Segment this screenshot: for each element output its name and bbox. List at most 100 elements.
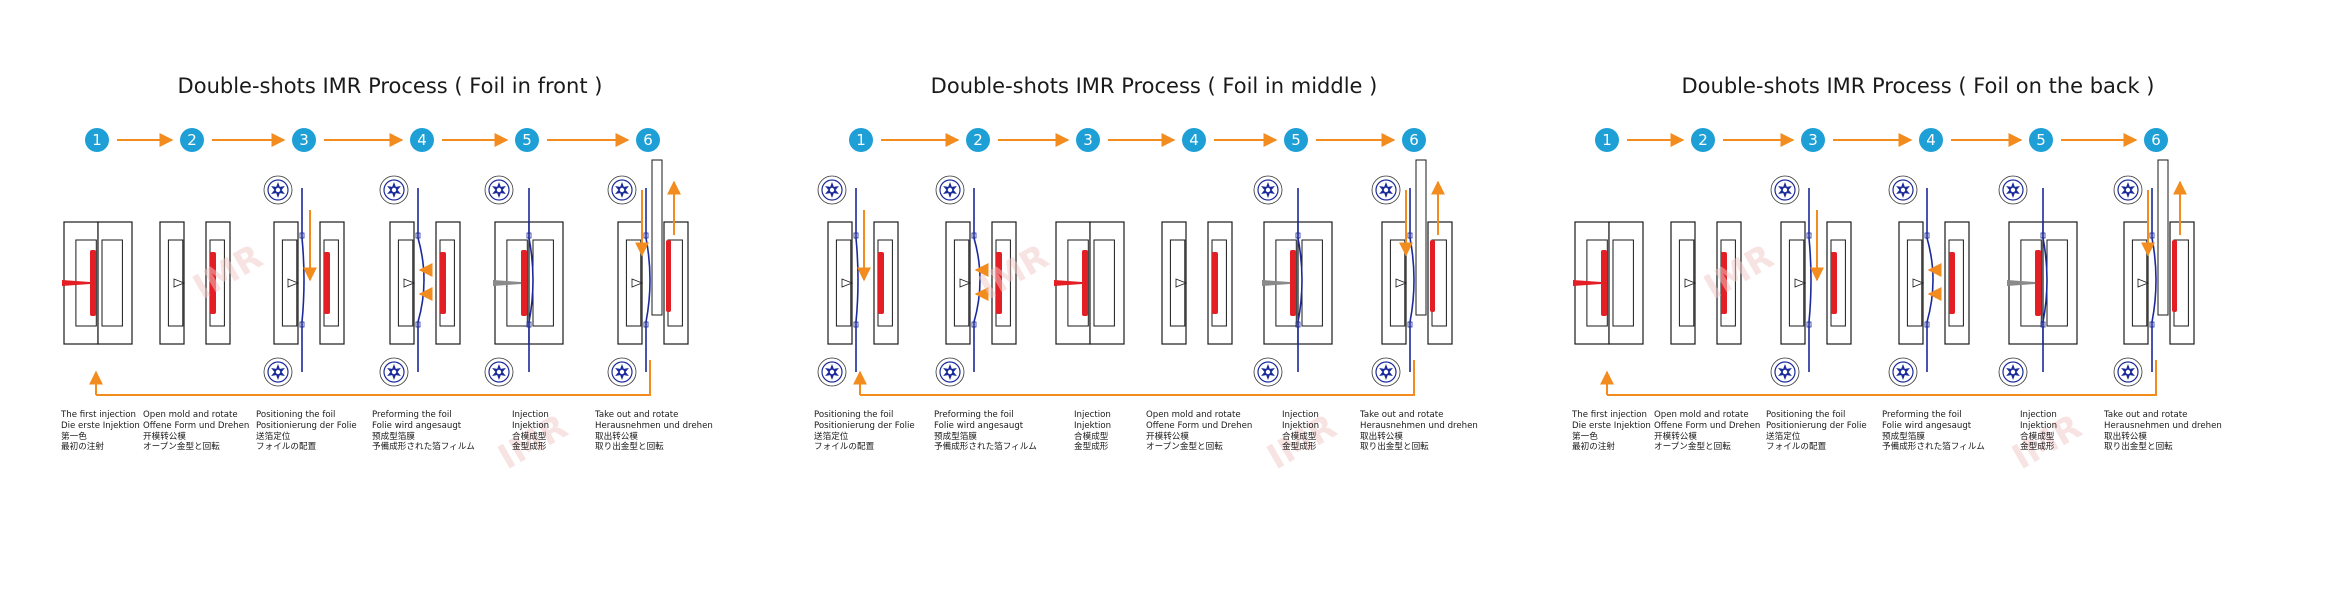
step-number: 5 <box>522 131 532 149</box>
molded-part <box>1290 250 1296 316</box>
foil-reel-ring <box>611 361 633 383</box>
foil-reel-hub <box>391 369 397 375</box>
foil-reel-ring <box>1375 179 1397 201</box>
mold-half <box>1297 221 1333 345</box>
step-number: 1 <box>1602 131 1612 149</box>
molded-part <box>1831 252 1837 314</box>
foil-sensor <box>643 232 649 239</box>
foil-reel-icon <box>1888 357 1918 387</box>
step-number: 2 <box>973 131 983 149</box>
foil-film <box>855 188 859 372</box>
foil-reel-ring <box>1892 361 1914 383</box>
foil-reel-ring <box>267 179 289 201</box>
foil-reel-icon <box>607 357 637 387</box>
foil-film <box>1926 188 1934 372</box>
caption-line: Folie wird angesaugt <box>372 420 462 431</box>
mold-half <box>1089 221 1125 345</box>
caption-line: 预成型箔膜 <box>372 431 415 442</box>
finished-part <box>666 240 671 312</box>
foil-film <box>1808 188 1812 372</box>
caption-line: 予備成形された箔フィルム <box>1882 442 1985 453</box>
nozzle-shape <box>841 278 854 288</box>
caption-line: 第一色 <box>1572 431 1598 442</box>
foil-reel-ring <box>488 361 510 383</box>
molded-part <box>521 250 527 316</box>
nozzle-shape <box>631 278 644 288</box>
caption-line: 金型成形 <box>1282 442 1317 453</box>
step-number: 1 <box>856 131 866 149</box>
foil-reel-hub <box>619 369 625 375</box>
caption-line: Open mold and rotate <box>143 410 238 420</box>
nozzle-shape <box>1395 278 1408 288</box>
robot-arm <box>1415 159 1427 316</box>
foil-reel-ring <box>1892 179 1914 201</box>
foil-sensor <box>1924 232 1930 239</box>
step-badge <box>2029 128 2053 152</box>
caption-line: 予備成形された箔フィルム <box>372 442 475 453</box>
caption-line: The first injection <box>61 410 136 420</box>
caption-line: 合模成型 <box>512 431 547 442</box>
foil-reel-icon <box>263 357 293 387</box>
foil-reel-hub <box>1900 187 1906 193</box>
caption-line: Folie wird angesaugt <box>1882 420 1972 431</box>
nozzle-shape <box>2137 278 2150 288</box>
foil-reel-hub <box>2125 187 2131 193</box>
caption-line: Take out and rotate <box>2104 410 2188 420</box>
foil-sensor <box>1924 321 1930 328</box>
step-number: 5 <box>2036 131 2046 149</box>
step-number: 4 <box>1926 131 1936 149</box>
foil-reel-icon <box>263 175 293 205</box>
robot-arm <box>2157 159 2169 316</box>
molded-part <box>90 250 96 316</box>
process-panel-foil-in-front: Double-shots IMR Process ( Foil in front… <box>0 0 778 591</box>
caption-line: 金型成形 <box>2020 442 2055 453</box>
caption-line: Positioning the foil <box>1766 410 1846 420</box>
foil-sensor <box>1295 232 1301 239</box>
caption-line: フォイルの配置 <box>256 442 317 453</box>
foil-reel-icon <box>379 357 409 387</box>
molded-part <box>324 252 330 314</box>
caption-line: 最初の注射 <box>1572 442 1615 453</box>
panel-title: Double-shots IMR Process ( Foil on the b… <box>1681 74 2155 98</box>
caption-line: 最初の注射 <box>61 442 104 453</box>
foil-sensor <box>853 232 859 239</box>
foil-reel-hub <box>1782 187 1788 193</box>
molded-part <box>1949 252 1955 314</box>
foil-reel-icon <box>1998 357 2028 387</box>
foil-reel-ring <box>488 179 510 201</box>
nozzle-shape <box>1912 278 1925 288</box>
nozzle-shape <box>959 278 972 288</box>
caption-line: 取出转公模 <box>1360 431 1403 442</box>
foil-reel-icon <box>1998 175 2028 205</box>
foil-sensor <box>971 321 977 328</box>
caption-line: Take out and rotate <box>595 410 679 420</box>
step-badge <box>1919 128 1943 152</box>
foil-sensor <box>1806 321 1812 328</box>
step-number: 2 <box>1698 131 1708 149</box>
foil-sensor <box>971 232 977 239</box>
foil-reel-ring <box>821 361 843 383</box>
foil-reel-ring <box>1257 361 1279 383</box>
caption-line: 合模成型 <box>1282 431 1317 442</box>
foil-reel-hub <box>947 369 953 375</box>
foil-film <box>301 188 305 372</box>
foil-reel-ring <box>2002 179 2024 201</box>
caption-line: Injection <box>512 410 549 420</box>
foil-reel-hub <box>496 369 502 375</box>
foil-sensor <box>526 232 532 239</box>
foil-sensor <box>2149 321 2155 328</box>
foil-sensor <box>1407 232 1413 239</box>
step-number: 6 <box>1409 131 1419 149</box>
caption-line: Folie wird angesaugt <box>934 420 1024 431</box>
caption-line: The first injection <box>1572 410 1647 420</box>
caption-line: Injektion <box>512 420 550 431</box>
caption-line: オープン金型と回転 <box>1654 442 1731 453</box>
mold-half <box>528 221 564 345</box>
sprue <box>1573 280 1601 286</box>
step-badge <box>966 128 990 152</box>
